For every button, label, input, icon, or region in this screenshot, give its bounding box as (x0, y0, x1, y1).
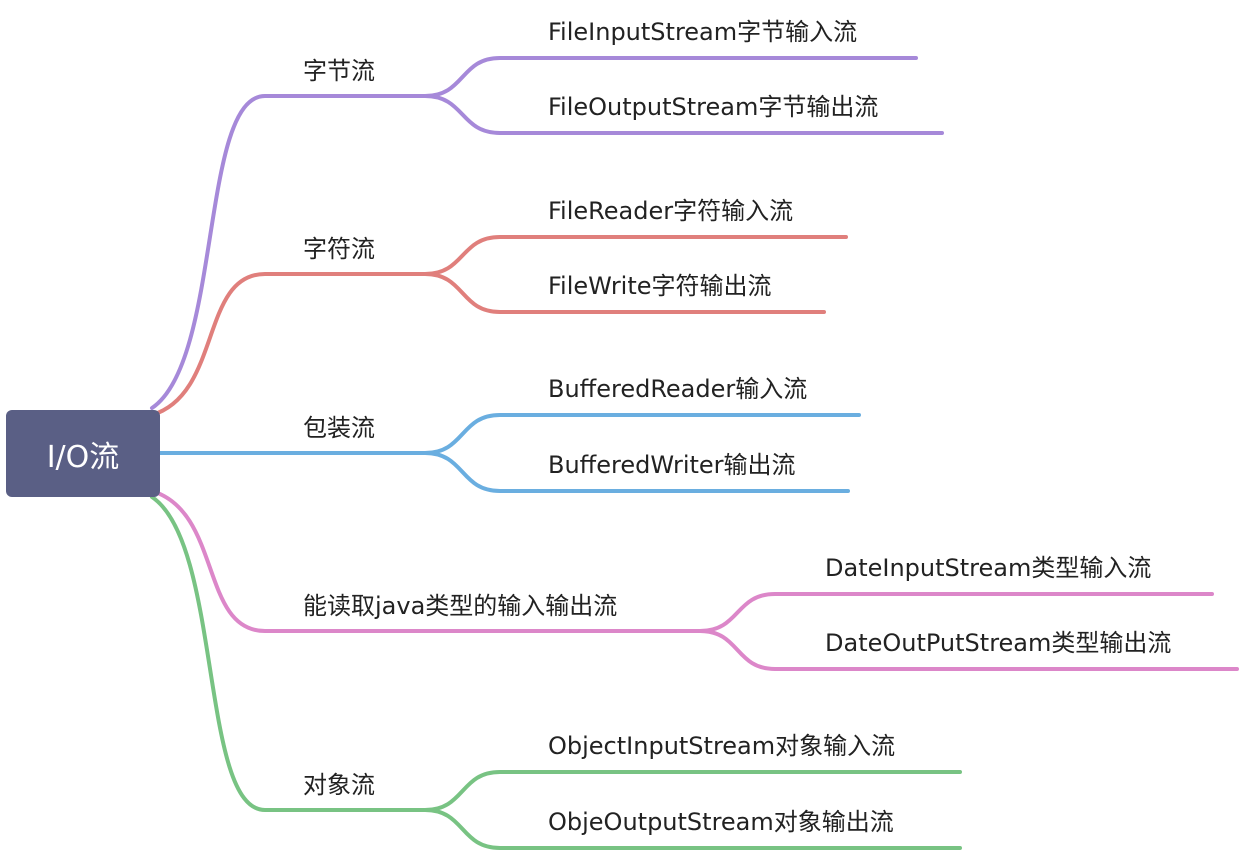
branch-node-char-stream[interactable]: 字符流 (303, 235, 375, 263)
leaf-node-buffered-reader[interactable]: BufferedReader输入流 (548, 375, 808, 403)
leaf-connector-3-1 (698, 629, 1239, 671)
leaf-node-date-output-stream[interactable]: DateOutPutStream类型输出流 (825, 629, 1172, 657)
leaf-node-object-output-stream[interactable]: ObjeOutputStream对象输出流 (548, 808, 894, 836)
leaf-connector-4-0 (423, 770, 962, 812)
leaf-connector-2-1 (423, 451, 850, 493)
leaf-connector-1-0 (423, 235, 848, 276)
branch-connector-0 (150, 94, 427, 410)
leaf-node-buffered-writer[interactable]: BufferedWriter输出流 (548, 451, 796, 479)
leaf-connector-0-1 (423, 94, 944, 135)
leaf-connector-2-0 (423, 413, 861, 455)
leaf-node-file-write[interactable]: FileWrite字符输出流 (548, 272, 772, 300)
leaf-node-object-input-stream[interactable]: ObjectInputStream对象输入流 (548, 732, 896, 760)
leaf-node-date-input-stream[interactable]: DateInputStream类型输入流 (825, 554, 1152, 582)
leaf-node-file-output-stream[interactable]: FileOutputStream字节输出流 (548, 93, 879, 121)
branch-node-object-stream[interactable]: 对象流 (303, 771, 375, 799)
branch-connector-4 (150, 495, 427, 812)
branch-node-wrapper-stream[interactable]: 包装流 (303, 414, 375, 442)
branch-connector-3 (150, 489, 702, 633)
branch-node-byte-stream[interactable]: 字节流 (303, 57, 375, 85)
leaf-connector-1-1 (423, 272, 826, 314)
branch-connector-1 (150, 272, 427, 417)
root-node[interactable]: I/O流 (6, 410, 160, 497)
leaf-connector-3-0 (698, 592, 1214, 633)
root-label: I/O流 (46, 439, 120, 475)
branch-node-java-type-stream[interactable]: 能读取java类型的输入输出流 (303, 592, 618, 620)
leaf-node-file-input-stream[interactable]: FileInputStream字节输入流 (548, 18, 858, 46)
leaf-node-file-reader[interactable]: FileReader字符输入流 (548, 197, 794, 225)
leaf-connector-0-0 (423, 56, 918, 98)
leaf-connector-4-1 (423, 808, 962, 850)
